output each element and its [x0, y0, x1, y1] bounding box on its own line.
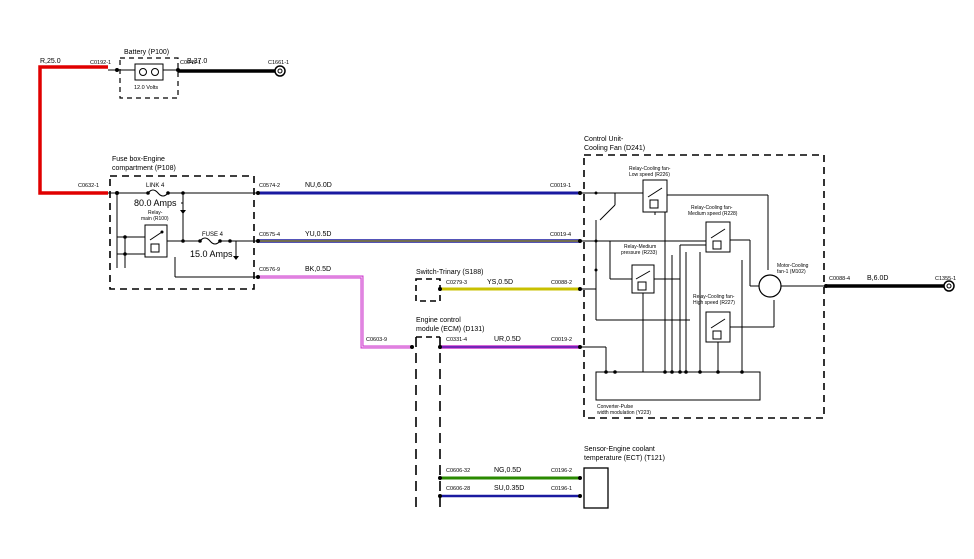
sensor-ect: [578, 467, 609, 509]
relay-medium-line2: Medium speed (R228): [688, 211, 738, 217]
wire-bk05[interactable]: [258, 275, 412, 349]
link4-label: LINK 4: [146, 183, 165, 189]
connector-c0019-1: C0019-1: [550, 183, 571, 189]
wire-label-ur05: UR,0.5D: [494, 336, 521, 343]
sensor-ect-title-1: Sensor-Engine coolant: [584, 446, 655, 453]
connector-c0632-1: C0632-1: [78, 183, 99, 189]
connector-c0574-2: C0574-2: [259, 183, 280, 189]
connector-c0606-32: C0606-32: [446, 468, 470, 474]
connector-c0603-9: C0603-9: [366, 337, 387, 343]
fuse-box-title-1: Fuse box-Engine: [112, 156, 165, 163]
converter-line2: width modulation (Y223): [597, 410, 651, 416]
fuse4-rating: 15.0 Amps: [190, 249, 233, 259]
wire-r25[interactable]: [38, 65, 108, 195]
ecm: [410, 336, 442, 510]
control-unit-title-2: Cooling Fan (D241): [584, 145, 645, 152]
relay-high-line2: High speed (R227): [693, 300, 735, 306]
ecm-title-1: Engine control: [416, 317, 461, 324]
ecm-title-2: module (ECM) (D131): [416, 326, 484, 333]
relay-pressure-line1: Relay-Medium: [624, 244, 656, 250]
wire-label-nu6: NU,6.0D: [305, 182, 332, 189]
relay-pressure-line2: pressure (R233): [621, 250, 657, 256]
ground-c1355-icon: [943, 280, 955, 292]
fuse4-label: FUSE 4: [202, 232, 224, 238]
fuse-box-title-2: compartment (P108): [112, 165, 176, 172]
motor-line2: fan-1 (M102): [777, 269, 806, 275]
relay-medium-line1: Relay-Cooling fan-: [691, 205, 733, 211]
connector-c0088-4: C0088-4: [829, 276, 850, 282]
switch-trinary-title: Switch-Trinary (S188): [416, 269, 483, 276]
ground-c1661-icon: [274, 65, 286, 77]
battery-voltage: 12.0 Volts: [134, 85, 158, 91]
control-unit-box: [578, 154, 828, 419]
connector-c0331-4: C0331-4: [446, 337, 467, 343]
wire-label-b37: B,37.0: [187, 58, 207, 65]
switch-trinary: [415, 278, 442, 302]
wire-label-yu05: YU,0.5D: [305, 231, 331, 238]
connector-c0196-1: C0196-1: [551, 486, 572, 492]
wire-label-r25: R,25.0: [40, 58, 61, 65]
connector-c0045-1: C0045-1: [180, 60, 201, 66]
connector-c0192-1: C0192-1: [90, 60, 111, 66]
wire-label-b6: B,6.0D: [867, 275, 888, 282]
connector-c0019-2: C0019-2: [551, 337, 572, 343]
connector-c1661-1: C1661-1: [268, 60, 289, 66]
wire-label-bk05: BK,0.5D: [305, 266, 331, 273]
connector-c0019-4: C0019-4: [550, 232, 571, 238]
battery: [108, 57, 180, 99]
connector-c0576-9: C0576-9: [259, 267, 280, 273]
relay-low-line1: Relay-Cooling fan-: [629, 166, 671, 172]
connector-c0196-2: C0196-2: [551, 468, 572, 474]
relay-main-line1: Relay-: [148, 210, 163, 216]
link4-rating: 80.0 Amps: [134, 198, 177, 208]
connector-c0088-2: C0088-2: [551, 280, 572, 286]
wire-label-su035: SU,0.35D: [494, 485, 524, 492]
control-unit-title-1: Control Unit-: [584, 136, 624, 143]
connector-c0606-28: C0606-28: [446, 486, 470, 492]
motor-line1: Motor-Cooling: [777, 263, 809, 269]
connector-c1355-1: C1355-1: [935, 276, 956, 282]
battery-title: Battery (P100): [124, 49, 169, 56]
wire-label-ng05: NG,0.5D: [494, 467, 521, 474]
connector-c0279-3: C0279-3: [446, 280, 467, 286]
wire-label-ys05: YS,0.5D: [487, 279, 513, 286]
sensor-ect-title-2: temperature (ECT) (T121): [584, 455, 665, 462]
converter-line1: Converter-Pulse: [597, 404, 633, 410]
fuse-box: [108, 175, 260, 290]
connector-c0575-4: C0575-4: [259, 232, 280, 238]
relay-main-line2: main (R100): [141, 216, 169, 222]
relay-high-line1: Relay-Cooling fan-: [693, 294, 735, 300]
relay-low-line2: Low speed (R226): [629, 172, 670, 178]
